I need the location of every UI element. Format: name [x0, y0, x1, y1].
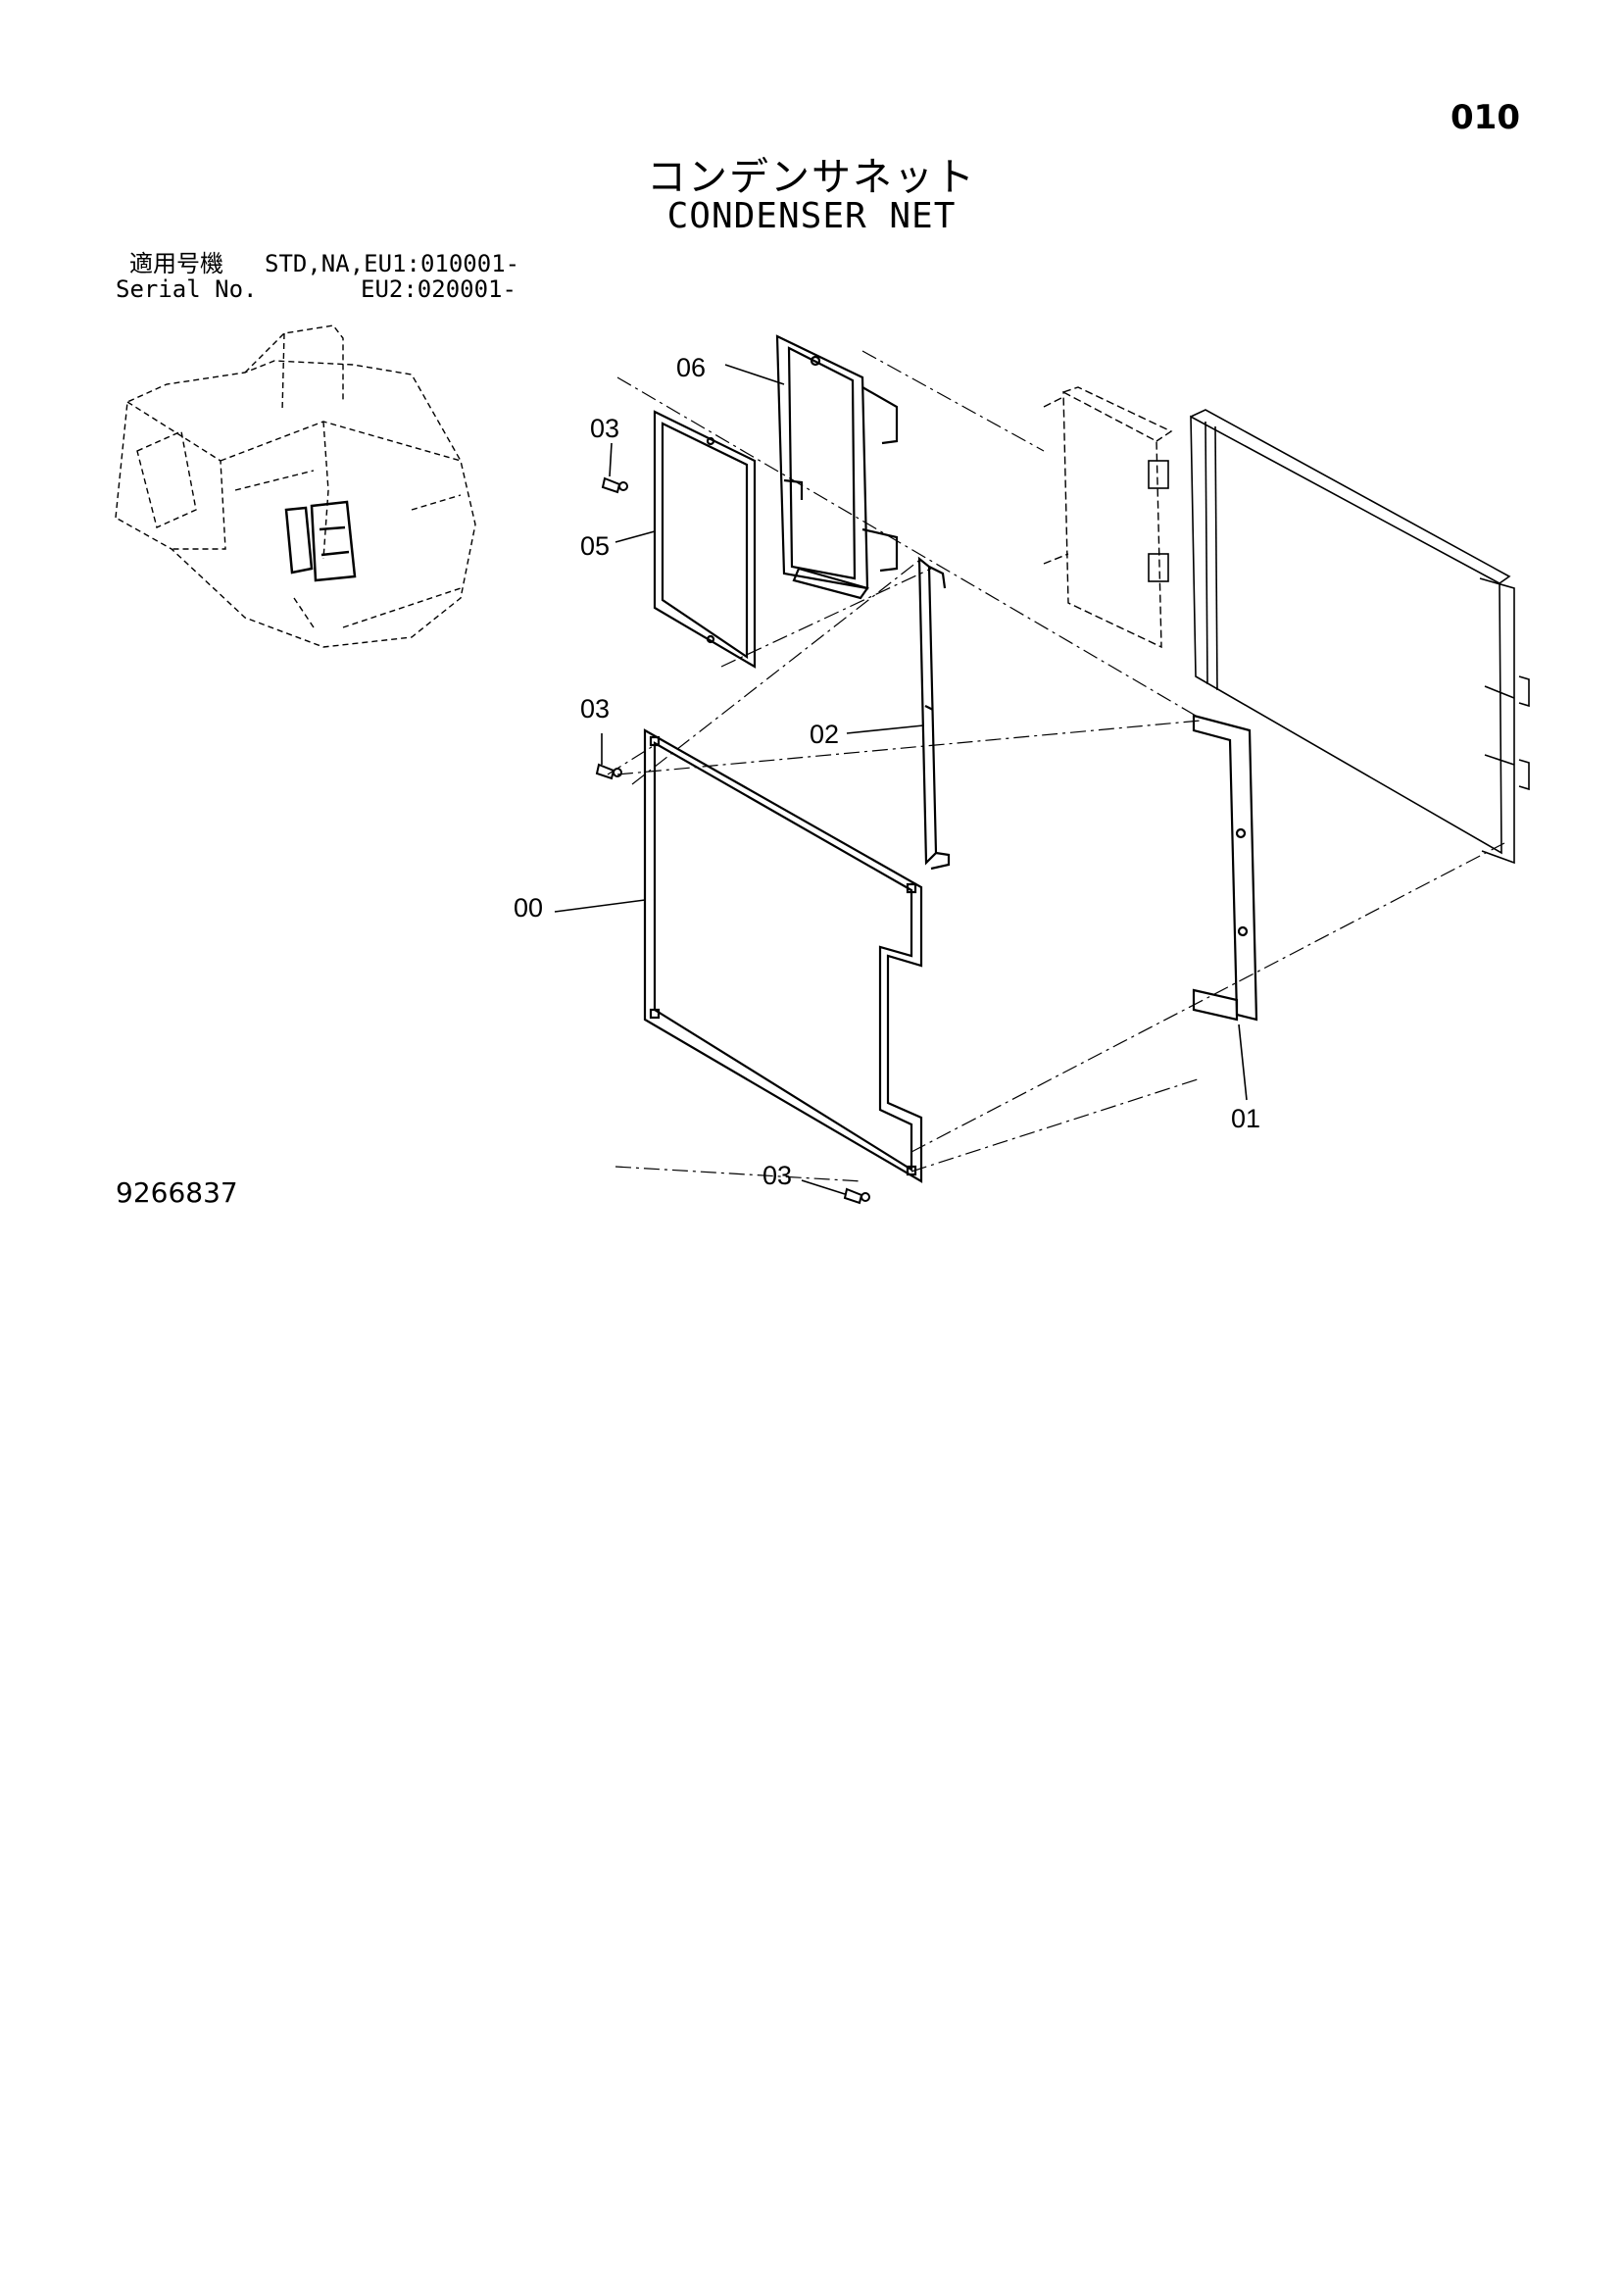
- serial-label-english: Serial No.: [116, 275, 258, 303]
- callout-05: 05: [580, 531, 610, 561]
- page-title-japanese: コンデンサネット: [647, 155, 976, 200]
- callout-01: 01: [1231, 1104, 1260, 1133]
- leader-lines: [554, 364, 1248, 1195]
- machine-locator-sketch: [115, 324, 476, 648]
- callout-03-upper: 03: [590, 414, 619, 443]
- drawing-number: 9266837: [116, 1176, 238, 1209]
- part-06-frame-bracket: [775, 334, 899, 600]
- serial-range-line-2: EU2:020001-: [361, 275, 516, 303]
- part-00-main-net: [643, 728, 923, 1183]
- machine-locator-highlight: [284, 500, 357, 582]
- callout-06: 06: [676, 353, 706, 382]
- callout-00: 00: [514, 893, 543, 923]
- callout-03-lower: 03: [762, 1161, 792, 1190]
- part-03-wing-bolts: [595, 476, 870, 1205]
- callout-02: 02: [810, 720, 839, 749]
- serial-range-line-1: STD,NA,EU1:010001-: [265, 250, 520, 277]
- condenser-core: [1148, 409, 1530, 865]
- condenser-unit: [1043, 386, 1173, 649]
- part-02-vertical-bracket: [917, 556, 951, 871]
- part-05-net-panel: [653, 410, 757, 669]
- page-number: 010: [1451, 98, 1520, 137]
- part-01-side-bracket: [1192, 714, 1258, 1022]
- page-title-english: CONDENSER NET: [666, 196, 957, 236]
- callout-03-middle: 03: [580, 694, 610, 724]
- serial-label-japanese: 適用号機: [129, 250, 223, 277]
- assembly-lines: [607, 350, 1505, 1182]
